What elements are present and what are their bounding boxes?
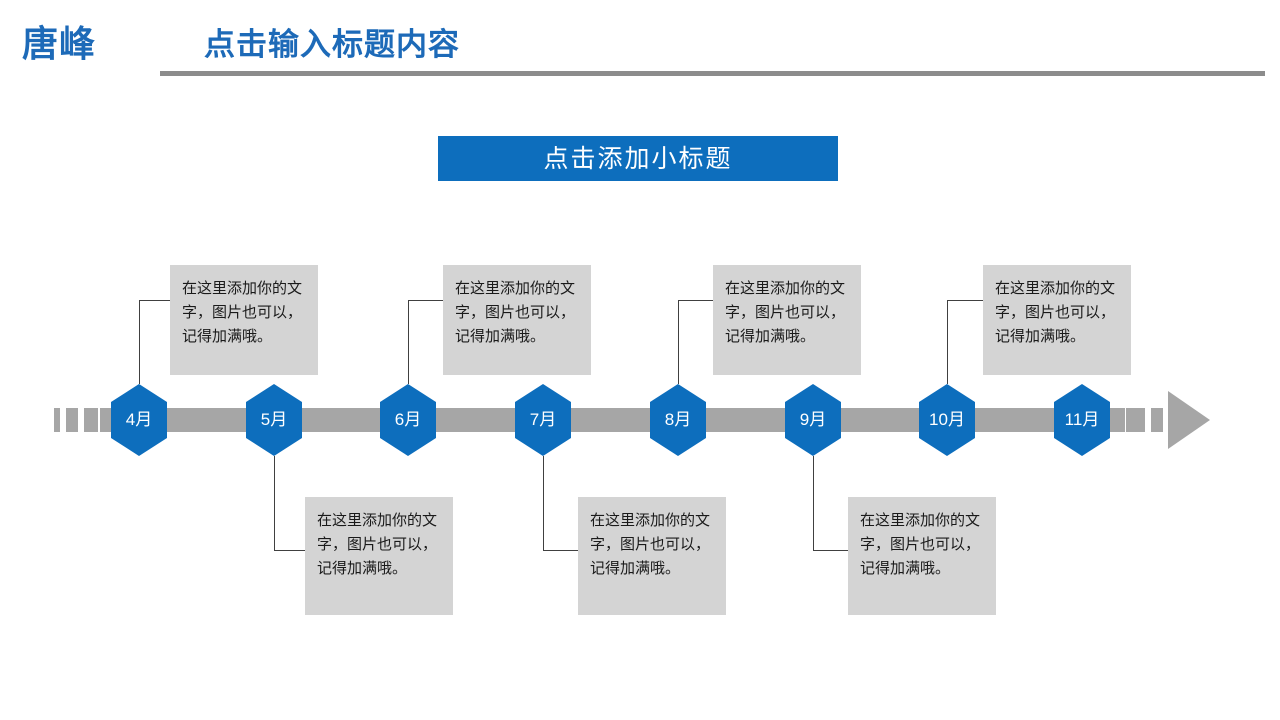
connector-horizontal-7: [543, 550, 578, 551]
timeline-dash-left-1: [54, 408, 60, 432]
subtitle-banner-label: 点击添加小标题: [543, 144, 733, 173]
timeline-node-5[interactable]: 5月: [246, 384, 302, 456]
timeline-node-10[interactable]: 10月: [919, 384, 975, 456]
timeline-text-top-3: 在这里添加你的文字，图片也可以，记得加满哦。: [725, 280, 846, 345]
timeline-text-bottom-1: 在这里添加你的文字，图片也可以，记得加满哦。: [317, 512, 438, 577]
connector-horizontal-10: [947, 300, 983, 301]
timeline-text-box-top-1[interactable]: 在这里添加你的文字，图片也可以，记得加满哦。: [170, 265, 318, 375]
timeline-node-label-7: 7月: [529, 410, 557, 429]
subtitle-banner[interactable]: 点击添加小标题: [438, 136, 838, 181]
timeline-text-bottom-2: 在这里添加你的文字，图片也可以，记得加满哦。: [590, 512, 711, 577]
timeline-node-label-4: 4月: [125, 410, 153, 429]
timeline-node-11[interactable]: 11月: [1054, 384, 1110, 456]
connector-vertical-4: [139, 300, 140, 384]
connector-vertical-6: [408, 300, 409, 384]
timeline-dash-right-1: [1126, 408, 1145, 432]
timeline-node-6[interactable]: 6月: [380, 384, 436, 456]
timeline-node-7[interactable]: 7月: [515, 384, 571, 456]
connector-horizontal-6: [408, 300, 443, 301]
timeline-node-label-5: 5月: [260, 410, 288, 429]
connector-vertical-8: [678, 300, 679, 384]
connector-horizontal-8: [678, 300, 713, 301]
timeline-text-top-2: 在这里添加你的文字，图片也可以，记得加满哦。: [455, 280, 576, 345]
timeline-text-top-4: 在这里添加你的文字，图片也可以，记得加满哦。: [995, 280, 1116, 345]
connector-vertical-5: [274, 456, 275, 550]
connector-horizontal-4: [139, 300, 170, 301]
connector-vertical-10: [947, 300, 948, 384]
timeline-text-box-bottom-2[interactable]: 在这里添加你的文字，图片也可以，记得加满哦。: [578, 497, 726, 615]
connector-vertical-9: [813, 456, 814, 550]
timeline-text-bottom-3: 在这里添加你的文字，图片也可以，记得加满哦。: [860, 512, 981, 577]
page-title: 点击输入标题内容: [204, 27, 460, 62]
connector-horizontal-9: [813, 550, 848, 551]
brand-logo: 唐峰: [22, 23, 97, 64]
timeline-node-4[interactable]: 4月: [111, 384, 167, 456]
timeline-text-box-top-4[interactable]: 在这里添加你的文字，图片也可以，记得加满哦。: [983, 265, 1131, 375]
timeline-node-label-9: 9月: [799, 410, 827, 429]
timeline-node-label-6: 6月: [394, 410, 422, 429]
connector-vertical-7: [543, 456, 544, 550]
timeline-node-8[interactable]: 8月: [650, 384, 706, 456]
timeline-dash-right-2: [1151, 408, 1163, 432]
timeline-node-9[interactable]: 9月: [785, 384, 841, 456]
timeline-dash-left-3: [84, 408, 98, 432]
timeline-text-box-bottom-3[interactable]: 在这里添加你的文字，图片也可以，记得加满哦。: [848, 497, 996, 615]
timeline-dash-left-2: [66, 408, 78, 432]
header-divider: [160, 71, 1265, 76]
timeline-node-label-8: 8月: [664, 410, 692, 429]
timeline-text-box-bottom-1[interactable]: 在这里添加你的文字，图片也可以，记得加满哦。: [305, 497, 453, 615]
timeline-text-top-1: 在这里添加你的文字，图片也可以，记得加满哦。: [182, 280, 303, 345]
timeline-node-label-10: 10月: [929, 410, 965, 429]
connector-horizontal-5: [274, 550, 305, 551]
timeline-text-box-top-2[interactable]: 在这里添加你的文字，图片也可以，记得加满哦。: [443, 265, 591, 375]
timeline-node-label-11: 11月: [1064, 410, 1100, 429]
timeline-text-box-top-3[interactable]: 在这里添加你的文字，图片也可以，记得加满哦。: [713, 265, 861, 375]
timeline-arrow-icon: [1168, 391, 1210, 449]
